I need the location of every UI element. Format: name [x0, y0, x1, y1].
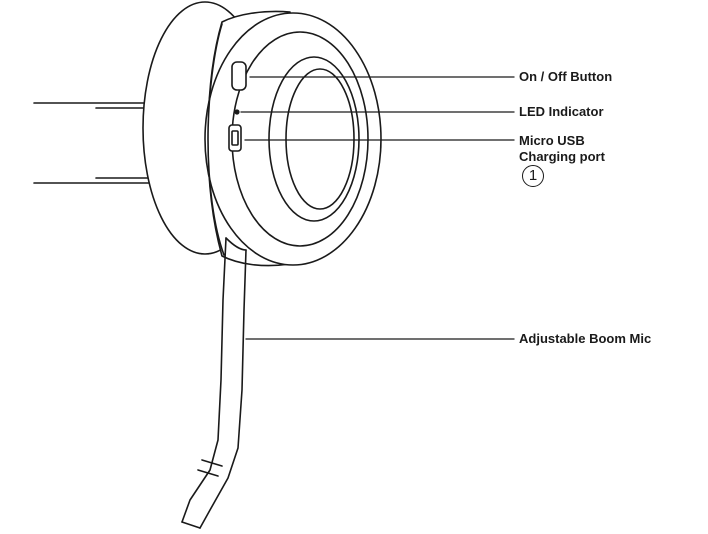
- callout-number-badge: 1: [522, 165, 544, 187]
- usb-port-icon: [228, 124, 242, 152]
- earcup-shell: [204, 12, 382, 266]
- led-indicator-label: LED Indicator: [519, 104, 604, 119]
- led-dot-icon: [234, 109, 240, 115]
- power-button-icon: [231, 61, 247, 91]
- headband-arm: [33, 102, 151, 184]
- on-off-button-label: On / Off Button: [519, 69, 613, 84]
- callout-lines: [240, 76, 515, 340]
- micro-usb-label-line2-text: Charging port: [519, 149, 605, 164]
- boom-mic: [181, 237, 247, 529]
- micro-usb-label-line1: Micro USB: [519, 133, 585, 148]
- boom-mic-label: Adjustable Boom Mic: [519, 331, 652, 346]
